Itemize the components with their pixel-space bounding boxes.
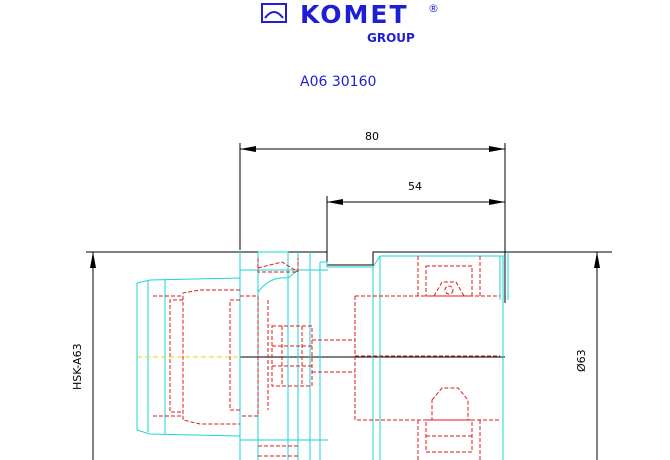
dimension-54-label: 54 bbox=[408, 180, 422, 193]
komet-logo: KOMET ® GROUP bbox=[261, 0, 439, 45]
part-number: A06 30160 bbox=[300, 74, 376, 90]
dimension-overall-length: 80 bbox=[239, 130, 506, 252]
diameter-label: Ø63 bbox=[575, 349, 588, 372]
dimension-diameter: Ø63 bbox=[505, 251, 612, 460]
logo-group: GROUP bbox=[367, 31, 415, 45]
shank-label: HSK-A63 bbox=[71, 343, 84, 390]
logo-emblem-icon bbox=[261, 3, 287, 23]
logo-name: KOMET bbox=[300, 0, 409, 29]
hidden-lines bbox=[153, 256, 500, 460]
dimension-80-label: 80 bbox=[365, 130, 379, 143]
dimension-shank: HSK-A63 bbox=[71, 251, 240, 460]
logo-registered-mark: ® bbox=[428, 2, 439, 15]
